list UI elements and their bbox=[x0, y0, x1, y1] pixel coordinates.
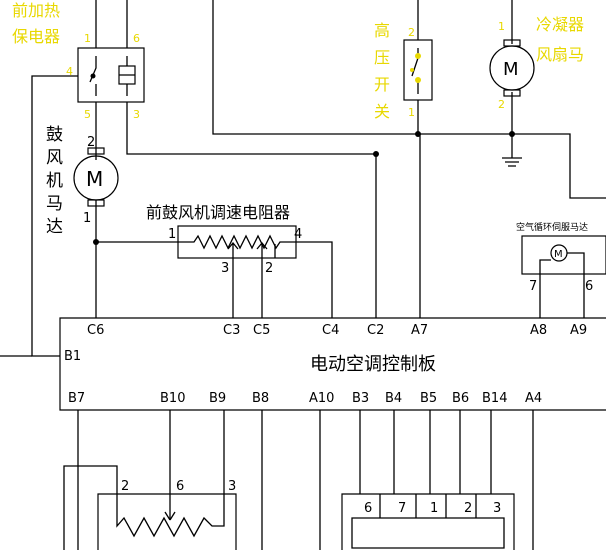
wire-resistor-to-c4 bbox=[296, 241, 333, 318]
blower-label-2: 风 bbox=[46, 148, 63, 168]
wire-relay-to-b1 bbox=[31, 75, 78, 357]
relay-pin-1: 1 bbox=[84, 32, 91, 45]
blower-pin-1: 1 bbox=[83, 211, 91, 226]
pin-C3: C3 bbox=[223, 323, 240, 338]
ground-symbol bbox=[502, 157, 522, 167]
svg-text:1: 1 bbox=[408, 106, 415, 119]
pin-B6: B6 bbox=[452, 391, 469, 406]
wire-left-return bbox=[63, 465, 118, 550]
pin-A7: A7 bbox=[411, 323, 428, 338]
pin-B4: B4 bbox=[385, 391, 402, 406]
pin-A10: A10 bbox=[309, 391, 334, 406]
connector-pin-2: 2 bbox=[464, 501, 472, 516]
pot-pin-3: 3 bbox=[228, 479, 236, 494]
pot-pin-6: 6 bbox=[176, 479, 184, 494]
relay-pin-4: 4 bbox=[66, 65, 73, 78]
connector-pin-7: 7 bbox=[398, 501, 406, 516]
hp-switch-label-2: 压 bbox=[374, 48, 390, 67]
connector-pin-1: 1 bbox=[430, 501, 438, 516]
pin-C5: C5 bbox=[253, 323, 270, 338]
pin-B9: B9 bbox=[209, 391, 226, 406]
blower-label-5: 达 bbox=[46, 217, 63, 237]
junction-dot bbox=[373, 151, 379, 157]
relay-pin-6: 6 bbox=[133, 32, 140, 45]
resistor-pin-3: 3 bbox=[221, 261, 229, 276]
fan-label-line2: 风扇马 bbox=[536, 45, 584, 64]
recirc-servo-motor: M 7 6 bbox=[521, 235, 606, 318]
relay-pin-3: 3 bbox=[133, 108, 140, 121]
servo-label: 空气循环伺服马达 bbox=[516, 221, 588, 233]
svg-text:1: 1 bbox=[498, 20, 505, 33]
svg-text:M: M bbox=[503, 59, 519, 80]
svg-text:2: 2 bbox=[498, 98, 505, 111]
connector-pin-3: 3 bbox=[493, 501, 501, 516]
ac-control-panel: 电动空调控制板 B1 C6 C3 C5 C4 C2 A7 A8 A9 B7 B1… bbox=[59, 317, 606, 411]
controller-label: 电动空调控制板 bbox=[310, 354, 436, 375]
resistor-pin-2: 2 bbox=[265, 261, 273, 276]
pin-B10: B10 bbox=[160, 391, 185, 406]
pin-A4: A4 bbox=[525, 391, 542, 406]
svg-text:2: 2 bbox=[408, 26, 415, 39]
blower-label-1: 鼓 bbox=[46, 125, 63, 145]
pin-B5: B5 bbox=[420, 391, 437, 406]
wire-relay-to-c2 bbox=[126, 102, 377, 318]
servo-pin-7: 7 bbox=[529, 279, 537, 294]
pin-B7: B7 bbox=[68, 391, 85, 406]
servo-pin-6: 6 bbox=[585, 279, 593, 294]
pin-B1: B1 bbox=[64, 349, 81, 364]
pin-B3: B3 bbox=[352, 391, 369, 406]
blower-label-4: 马 bbox=[46, 194, 63, 214]
high-pressure-switch: 2 1 bbox=[403, 26, 433, 119]
resistor-label: 前鼓风机调速电阻器 bbox=[146, 203, 290, 222]
pin-C6: C6 bbox=[87, 323, 104, 338]
junction-dot bbox=[415, 131, 421, 137]
pin-C2: C2 bbox=[367, 323, 384, 338]
blower-label-3: 机 bbox=[46, 171, 63, 191]
connector-block: 6 7 1 2 3 bbox=[341, 493, 515, 550]
wire-top-frame bbox=[212, 0, 606, 199]
hp-switch-label-1: 高 bbox=[374, 21, 390, 40]
relay-pin-5: 5 bbox=[84, 108, 91, 121]
resistor-pin-4: 4 bbox=[294, 227, 302, 242]
blower-pin-2: 2 bbox=[87, 135, 95, 150]
fan-label-line1: 冷凝器 bbox=[536, 15, 584, 34]
junction-dot bbox=[509, 131, 515, 137]
pin-A9: A9 bbox=[570, 323, 587, 338]
blower-motor: M 2 1 bbox=[73, 135, 119, 226]
svg-text:M: M bbox=[554, 249, 563, 260]
relay-label-line1: 前加热 bbox=[12, 1, 60, 20]
pin-B8: B8 bbox=[252, 391, 269, 406]
pot-pin-2: 2 bbox=[121, 479, 129, 494]
svg-text:M: M bbox=[86, 167, 103, 191]
front-blower-relay: 4 1 6 5 3 bbox=[66, 32, 145, 121]
temperature-potentiometer: 2 6 3 bbox=[97, 479, 237, 550]
blower-speed-resistor: 1 4 3 2 bbox=[168, 225, 302, 276]
connector-pin-6: 6 bbox=[364, 501, 372, 516]
pin-A8: A8 bbox=[530, 323, 547, 338]
condenser-fan-motor: M 1 2 bbox=[489, 20, 535, 111]
hp-switch-label-3: 开 bbox=[374, 75, 390, 94]
relay-label-line2: 保电器 bbox=[12, 27, 60, 46]
hp-switch-label-4: 关 bbox=[374, 102, 390, 121]
pin-B14: B14 bbox=[482, 391, 507, 406]
resistor-pin-1: 1 bbox=[168, 227, 176, 242]
pin-C4: C4 bbox=[322, 323, 339, 338]
junction-dot bbox=[93, 239, 99, 245]
